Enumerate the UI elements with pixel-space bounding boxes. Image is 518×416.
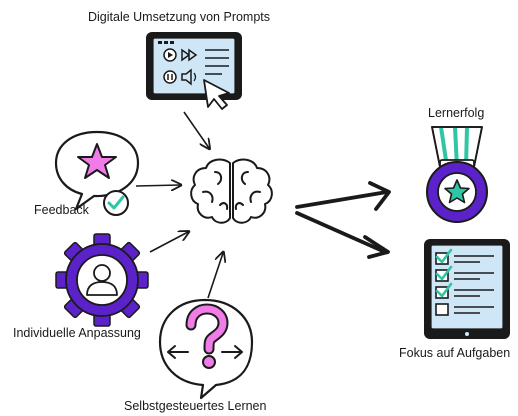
- cursor-icon: [203, 79, 230, 110]
- label-learning-success: Lernerfolg: [428, 106, 485, 120]
- speech-bubble-question-icon: [158, 298, 254, 400]
- gear-user-icon: [55, 233, 149, 327]
- brain-icon: [190, 158, 273, 224]
- label-self-directed-learning: Selbstgesteuertes Lernen: [124, 399, 267, 413]
- label-individual-adaptation: Individuelle Anpassung: [13, 326, 141, 340]
- outcome-arrows: [295, 181, 391, 259]
- tablet-media-player-icon: [146, 32, 242, 100]
- checkmark-icon: [103, 190, 129, 216]
- speech-bubble-star-icon: [54, 130, 140, 211]
- label-feedback: Feedback: [34, 203, 89, 217]
- tablet-checklist-icon: [424, 239, 510, 339]
- medal-star-icon: [426, 126, 488, 223]
- label-digital-prompts: Digitale Umsetzung von Prompts: [88, 10, 271, 24]
- connector-arrows: [135, 111, 223, 299]
- label-task-focus: Fokus auf Aufgaben: [399, 346, 511, 360]
